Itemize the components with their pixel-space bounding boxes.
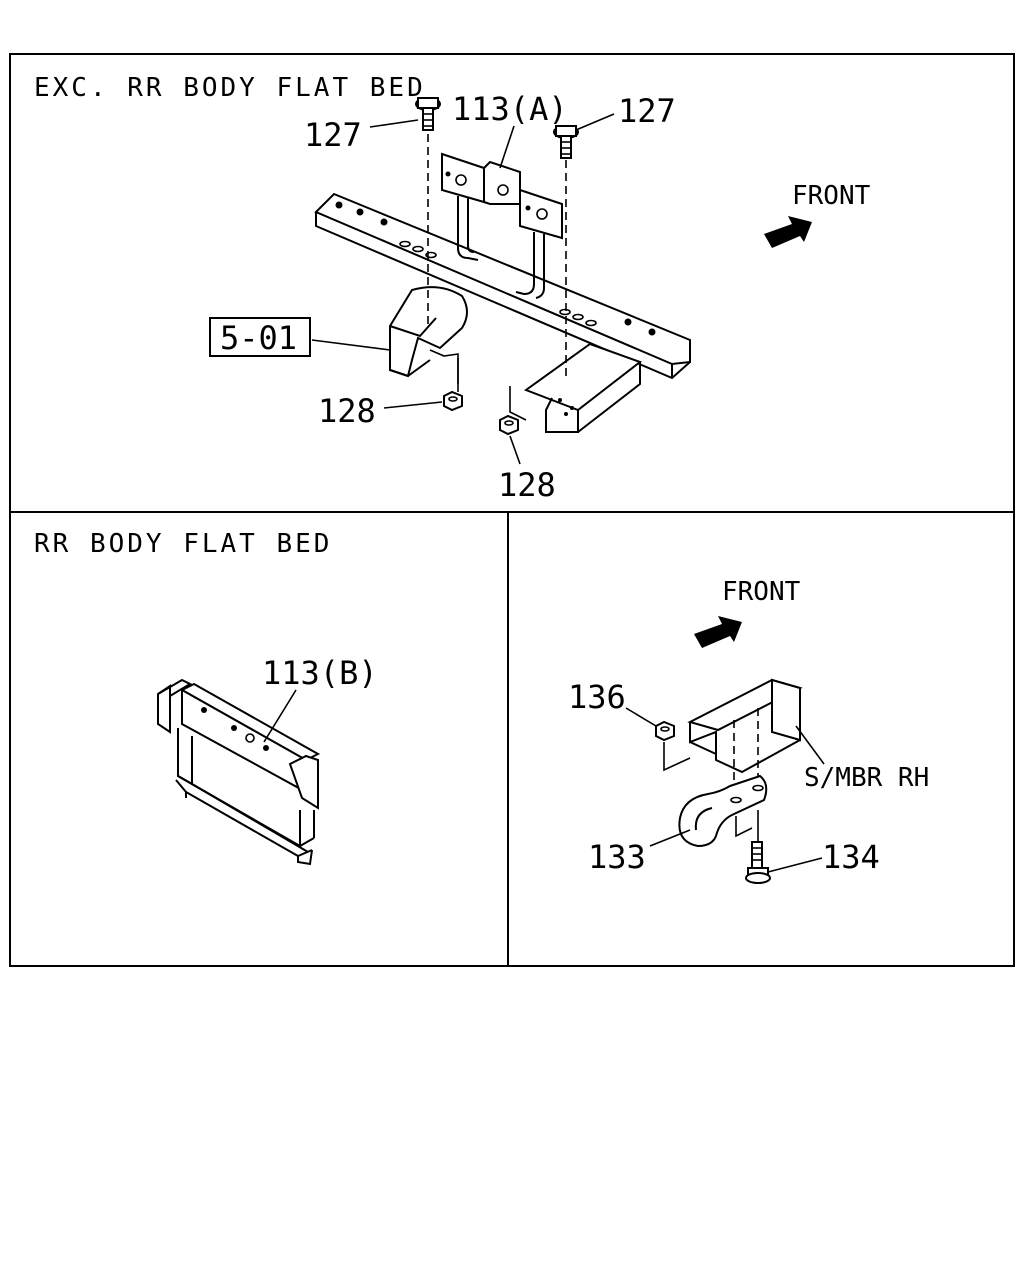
side-member-rh (663, 678, 803, 800)
bolt-134 (745, 810, 771, 884)
side-member-left (389, 286, 468, 384)
nut-128-bottom (499, 414, 519, 436)
bottom-right-leader-lines (625, 707, 825, 873)
bracket-113b (157, 678, 321, 866)
callout-5-01: 5-01 (220, 319, 297, 357)
bottom-right-panel-frame (507, 511, 1015, 967)
top-panel-heading: EXC. RR BODY FLAT BED (34, 73, 426, 103)
bottom-right-panel: FRONT (568, 577, 929, 884)
callout-127-left: 127 (304, 116, 362, 154)
nut-128-left (443, 390, 463, 412)
bottom-left-panel: RR BODY FLAT BED 113(B) (34, 529, 378, 866)
front-label-bottom: FRONT (722, 577, 801, 607)
bolt-127-left (415, 97, 441, 131)
front-label-top: FRONT (792, 181, 871, 211)
callout-128-left: 128 (318, 392, 376, 430)
nut-136 (655, 720, 675, 742)
bottom-left-heading: RR BODY FLAT BED (34, 529, 332, 559)
side-member-right (509, 342, 643, 433)
front-arrow-bottom-icon (694, 616, 742, 648)
cross-member-bar (314, 192, 691, 380)
leader-113b (263, 689, 297, 743)
bolt-127-right (553, 125, 579, 159)
callout-s-mbr-rh: S/MBR RH (804, 763, 929, 793)
callout-136: 136 (568, 678, 626, 716)
callout-133: 133 (588, 838, 646, 876)
callout-113b: 113(B) (262, 654, 378, 692)
callout-134: 134 (822, 838, 880, 876)
bracket-113a (441, 152, 563, 299)
top-panel: EXC. RR BODY FLAT BED (34, 73, 871, 504)
callout-128-bottom: 128 (498, 466, 556, 504)
panel-frames (9, 53, 1015, 967)
callout-127-right: 127 (618, 92, 676, 130)
ref-box-5-01 (209, 317, 311, 357)
top-leader-lines (311, 113, 615, 465)
front-arrow-top-icon (764, 216, 812, 248)
tow-hook-133 (678, 774, 768, 848)
callout-113a: 113(A) (452, 90, 568, 128)
fastener-axis-lines (427, 134, 567, 392)
